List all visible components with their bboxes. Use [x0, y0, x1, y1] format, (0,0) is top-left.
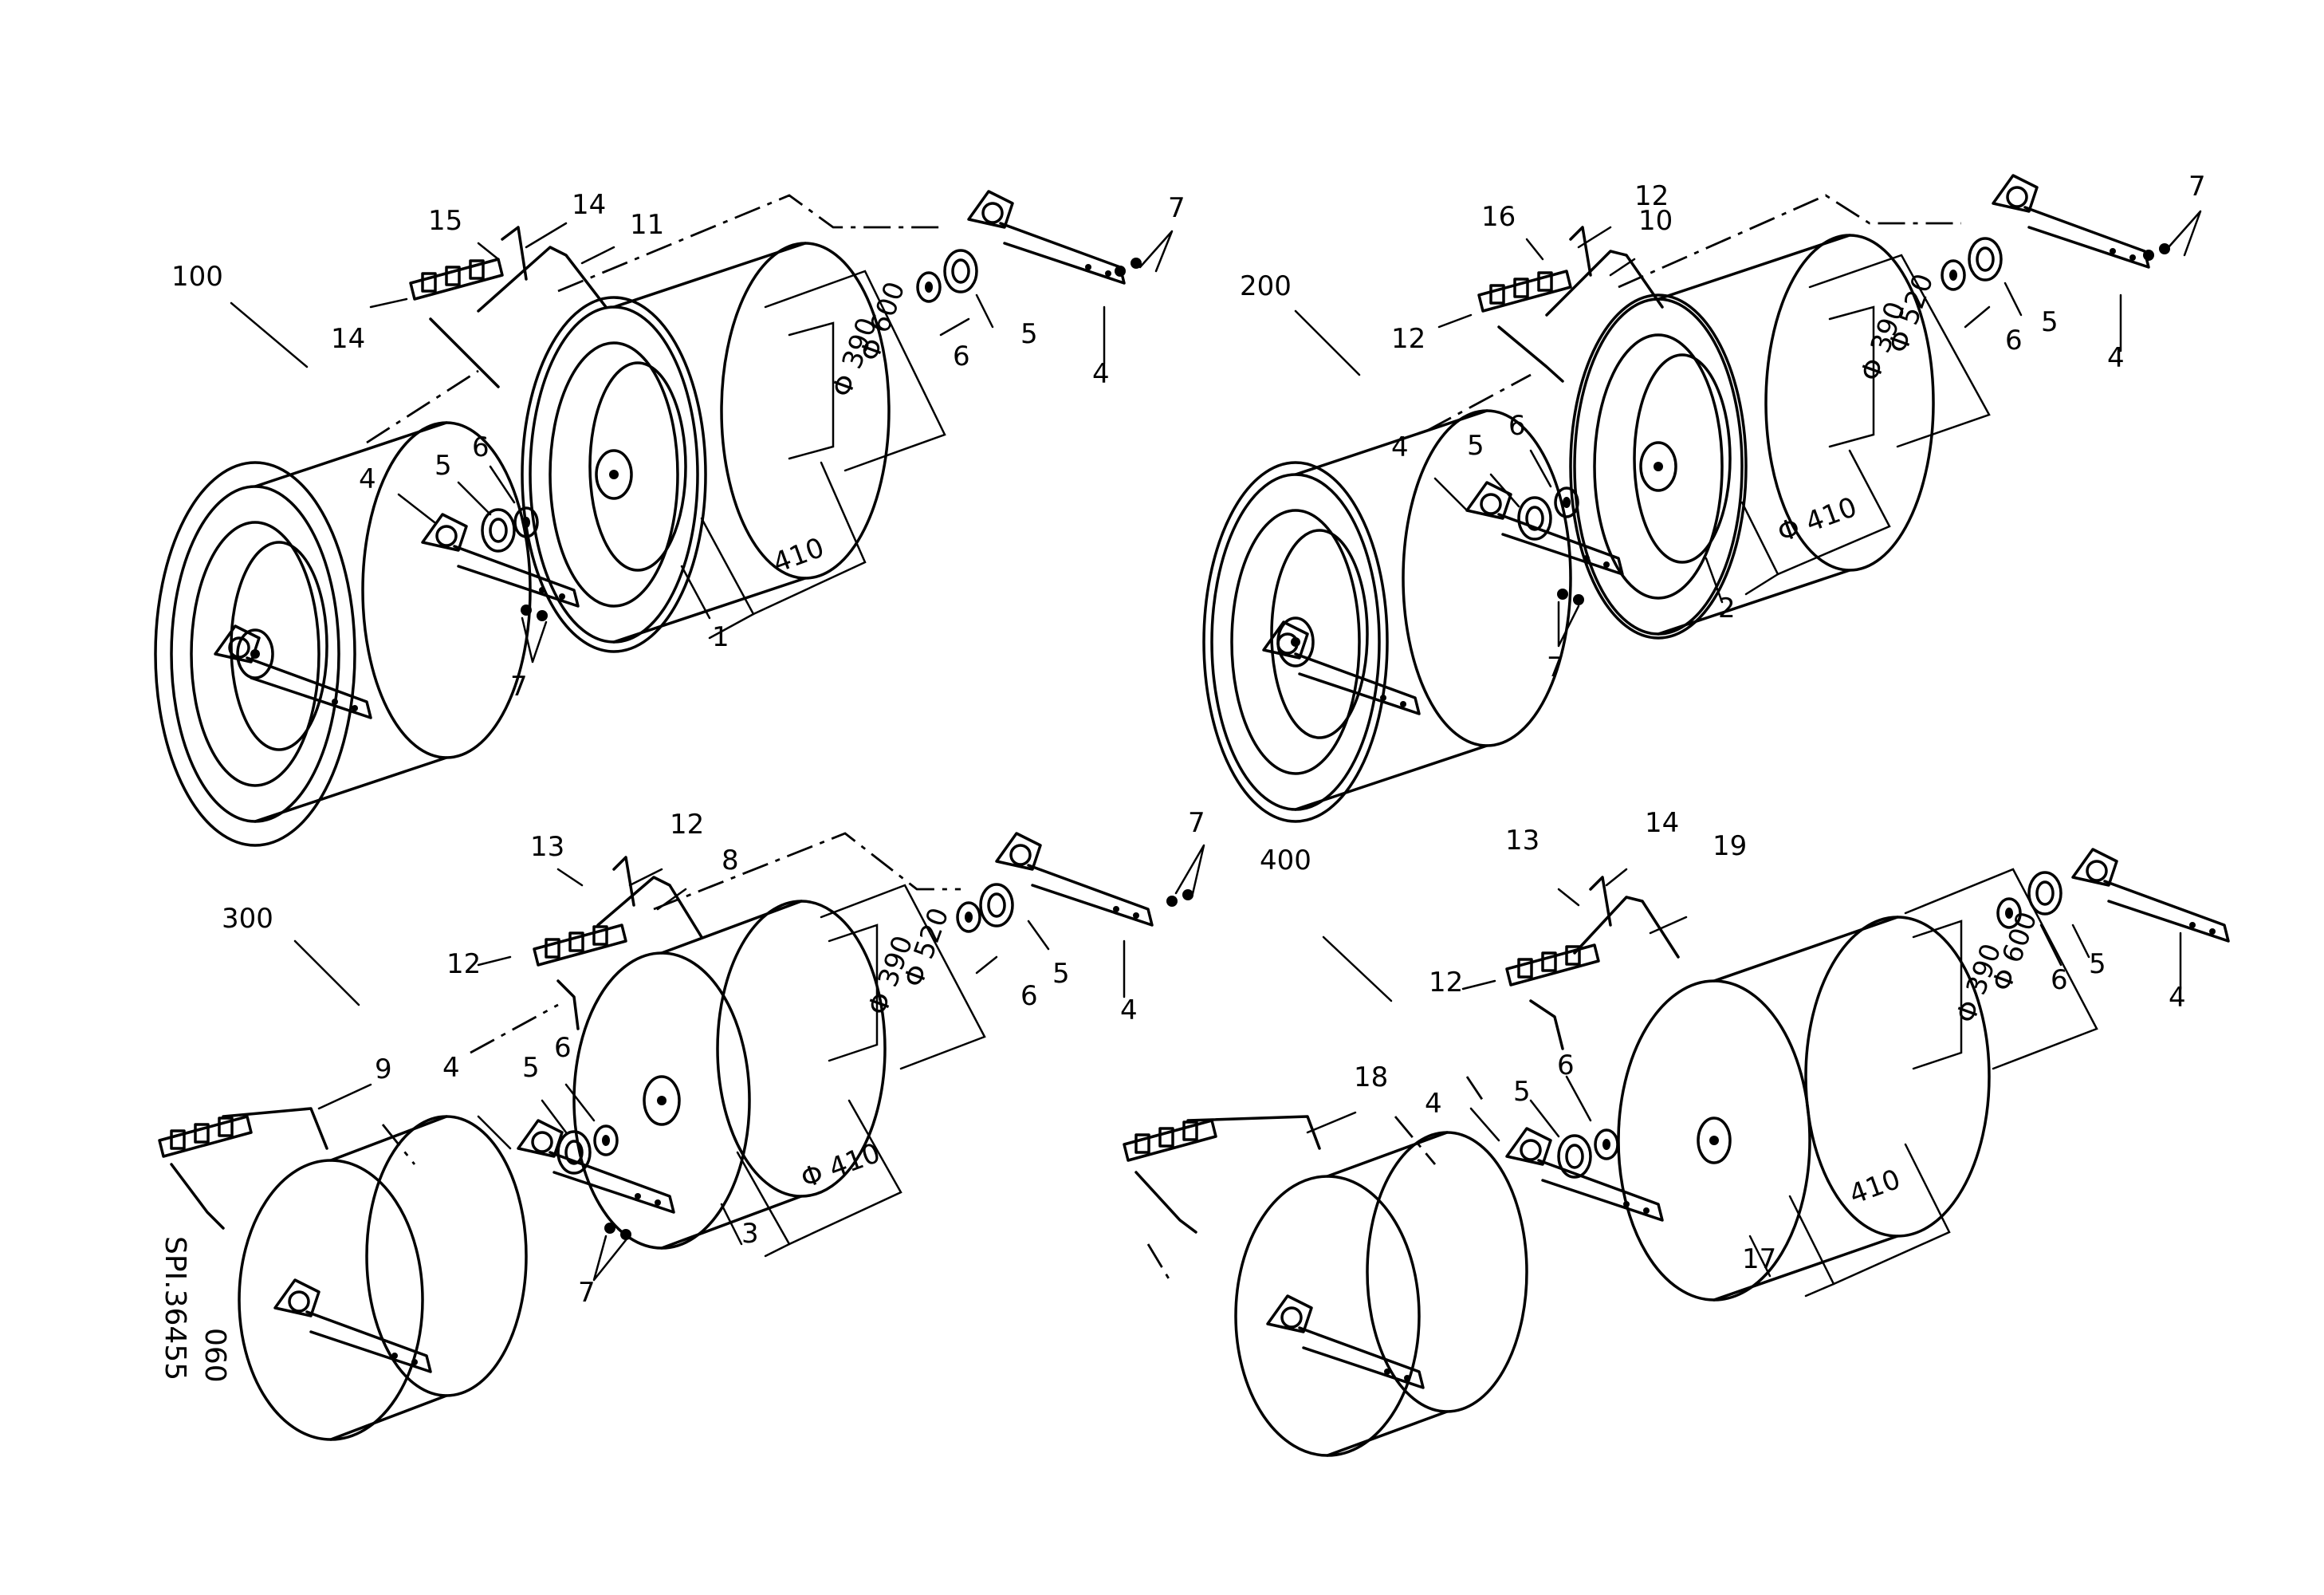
callout-5-left: 5	[435, 450, 452, 482]
callout-13-400: 13	[1505, 825, 1540, 857]
callout-4-right: 4	[1092, 358, 1110, 390]
dim-length-410: 410	[769, 532, 828, 580]
assembly-label-200: 200	[1240, 270, 1292, 302]
callout-3: 3	[741, 1218, 759, 1250]
callout-12-top-300: 12	[670, 809, 704, 841]
callout-6-right-400: 6	[2051, 964, 2068, 996]
callout-4-left-200: 4	[1391, 431, 1409, 463]
assembly-label-100: 100	[171, 261, 223, 293]
callout-12-left-300: 12	[446, 948, 481, 980]
callout-5-left-400: 5	[1513, 1076, 1531, 1108]
callout-13: 13	[530, 831, 564, 863]
callout-7-left-200: 7	[1547, 652, 1564, 683]
callout-4-left-400: 4	[1425, 1088, 1442, 1120]
assembly-label-300: 300	[222, 903, 273, 935]
dim-diameter-410-300: Φ 410	[796, 1137, 884, 1195]
callout-5-left-200: 5	[1467, 430, 1484, 462]
callout-7-right-300: 7	[1188, 807, 1205, 839]
callout-5-right-300: 5	[1052, 958, 1070, 990]
callout-7-right: 7	[1168, 192, 1186, 224]
assembly-400	[1123, 848, 2230, 1457]
callout-1: 1	[712, 621, 729, 653]
callout-11: 11	[630, 209, 664, 241]
callout-4-left-300: 4	[442, 1052, 460, 1084]
callout-4-right-200: 4	[2107, 342, 2125, 374]
callout-6-right-300: 6	[1020, 980, 1038, 1012]
callout-7-right-200: 7	[2188, 171, 2206, 203]
callout-14-top: 14	[572, 189, 606, 221]
callout-9: 9	[375, 1053, 392, 1085]
assembly-label-400: 400	[1260, 845, 1311, 876]
callout-4-right-400: 4	[2169, 982, 2186, 1014]
callout-5-right-200: 5	[2041, 306, 2059, 338]
dim-diameter-410: Φ 410	[1773, 491, 1861, 549]
drawing-code-line1: SPI.36455	[159, 1236, 191, 1380]
callout-14-left: 14	[331, 323, 365, 355]
callout-2: 2	[1718, 593, 1736, 624]
assembly-200	[1202, 174, 2202, 823]
callout-8: 8	[722, 845, 739, 876]
callout-19: 19	[1713, 830, 1747, 862]
callout-12-400: 12	[1429, 967, 1463, 998]
dim-length-410-400: 410	[1845, 1164, 1905, 1211]
callout-16: 16	[1481, 201, 1516, 233]
callout-6-left-300: 6	[554, 1032, 572, 1064]
callout-4-right-300: 4	[1120, 994, 1138, 1026]
callout-7-left-300: 7	[578, 1277, 596, 1309]
callout-15: 15	[428, 205, 462, 237]
callout-14-400: 14	[1645, 807, 1679, 839]
callout-6-right: 6	[953, 341, 970, 372]
callout-18: 18	[1354, 1061, 1388, 1093]
assembly-100	[154, 190, 1174, 847]
callout-7-left: 7	[510, 671, 528, 703]
callout-5-right-400: 5	[2089, 948, 2106, 980]
callout-12-top: 12	[1634, 180, 1669, 212]
callout-4-left: 4	[359, 463, 376, 495]
drawing-code: SPI.36455 060	[159, 1236, 231, 1383]
drawing-code-line2: 060	[199, 1328, 231, 1383]
callout-6-left: 6	[472, 431, 490, 463]
callout-5-left-300: 5	[522, 1052, 540, 1084]
callout-17: 17	[1742, 1243, 1776, 1275]
callout-6-left-400: 6	[1557, 1050, 1575, 1081]
callout-6-left-200: 6	[1508, 410, 1526, 442]
callout-12-left: 12	[1391, 323, 1425, 355]
callout-6-right-200: 6	[2005, 325, 2023, 356]
callout-10: 10	[1638, 205, 1673, 237]
assembly-300	[158, 832, 1205, 1441]
callout-5-right: 5	[1020, 318, 1038, 350]
